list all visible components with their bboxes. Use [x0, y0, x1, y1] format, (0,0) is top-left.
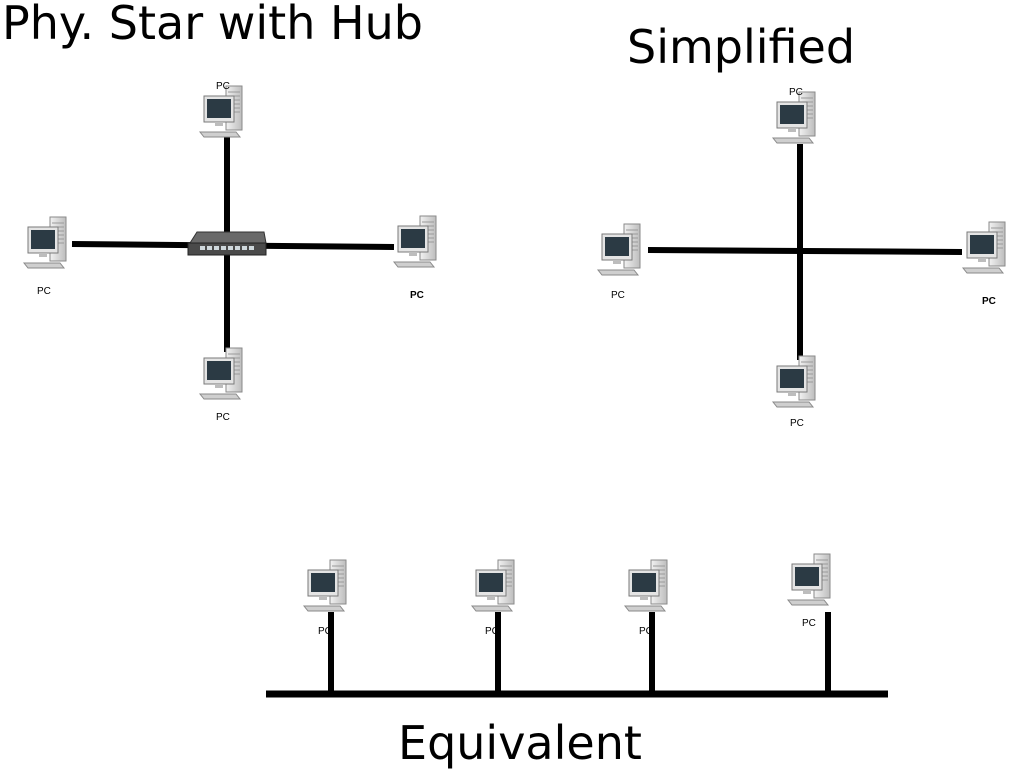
hub-diagram: PC PC PC PC	[23, 81, 437, 423]
equivalent-diagram-title: Equivalent	[398, 716, 642, 770]
pc-label: PC	[611, 290, 625, 301]
equivalent-diagram: PC PC PC PC	[266, 553, 888, 698]
pc-label: PC	[318, 626, 332, 637]
pc-label: PC	[485, 626, 499, 637]
simplified-diagram: PC PC PC PC	[597, 87, 1006, 429]
pc-label: PC	[789, 87, 803, 98]
pc-label: PC	[982, 296, 996, 307]
pc-label: PC	[802, 618, 816, 629]
cable-horizontal	[647, 247, 963, 255]
pc-icon	[471, 559, 515, 612]
pc-label: PC	[639, 626, 653, 637]
hub-icon	[187, 231, 267, 256]
pc-icon	[199, 347, 243, 400]
pc-icon	[199, 85, 243, 138]
pc-icon	[787, 553, 831, 606]
pc-label: PC	[37, 286, 51, 297]
pc-icon	[597, 223, 641, 276]
simplified-diagram-title: Simplified	[627, 20, 856, 74]
pc-icon	[303, 559, 347, 612]
pc-icon	[772, 355, 816, 408]
pc-icon	[962, 221, 1006, 274]
pc-label: PC	[410, 290, 424, 301]
pc-icon	[624, 559, 668, 612]
pc-icon	[772, 91, 816, 144]
hub-diagram-title: Phy. Star with Hub	[2, 0, 423, 50]
pc-label: PC	[790, 418, 804, 429]
pc-icon	[23, 216, 67, 269]
pc-icon	[393, 215, 437, 268]
pc-label: PC	[216, 412, 230, 423]
pc-label: PC	[216, 81, 230, 92]
